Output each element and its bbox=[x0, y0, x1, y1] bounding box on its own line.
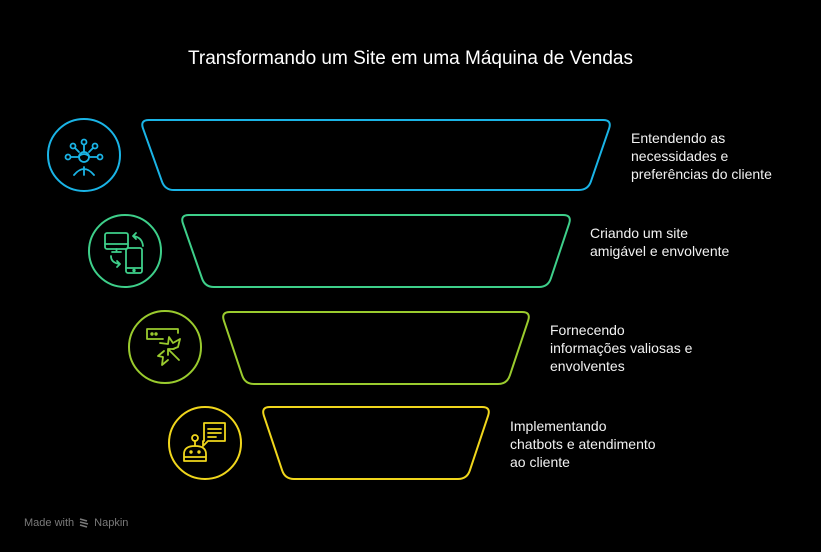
label-line: necessidades e bbox=[631, 148, 729, 164]
devices-sync-icon bbox=[104, 232, 144, 274]
funnel-layer-1 bbox=[141, 119, 611, 191]
label-line: informações valiosas e bbox=[550, 340, 693, 356]
label-line: amigável e envolvente bbox=[590, 243, 730, 259]
page-title: Transformando um Site em uma Máquina de … bbox=[188, 48, 633, 69]
icon-circle-1 bbox=[47, 118, 121, 192]
funnel-layer-3 bbox=[222, 311, 530, 385]
label-line: ao cliente bbox=[510, 454, 570, 470]
stage-3-label: Fornecendo informações valiosas e envolv… bbox=[550, 321, 692, 375]
chatbot-icon bbox=[183, 422, 226, 462]
funnel-layer-4 bbox=[262, 406, 490, 480]
label-line: Implementando bbox=[510, 418, 607, 434]
icon-circle-3 bbox=[128, 310, 202, 384]
footer: Made with Napkin bbox=[24, 517, 128, 529]
napkin-brand: Napkin bbox=[94, 517, 129, 529]
napkin-logo-icon bbox=[79, 518, 89, 528]
label-line: chatbots e atendimento bbox=[510, 436, 656, 452]
stage-2-label: Criando um site amigável e envolvente bbox=[590, 224, 729, 260]
click-burst-icon bbox=[146, 328, 181, 366]
label-line: envolventes bbox=[550, 358, 625, 374]
label-line: Entendendo as bbox=[631, 130, 726, 146]
funnel-layer-2 bbox=[181, 214, 571, 288]
label-line: Criando um site bbox=[590, 225, 689, 241]
label-line: Fornecendo bbox=[550, 322, 625, 338]
made-with-text: Made with bbox=[24, 517, 75, 529]
user-network-icon bbox=[64, 138, 104, 176]
stage-4-label: Implementando chatbots e atendimento ao … bbox=[510, 417, 656, 471]
icon-circle-4 bbox=[168, 406, 242, 480]
icon-circle-2 bbox=[88, 214, 162, 288]
label-line: preferências do cliente bbox=[631, 166, 772, 182]
stage-1-label: Entendendo as necessidades e preferência… bbox=[631, 129, 772, 183]
